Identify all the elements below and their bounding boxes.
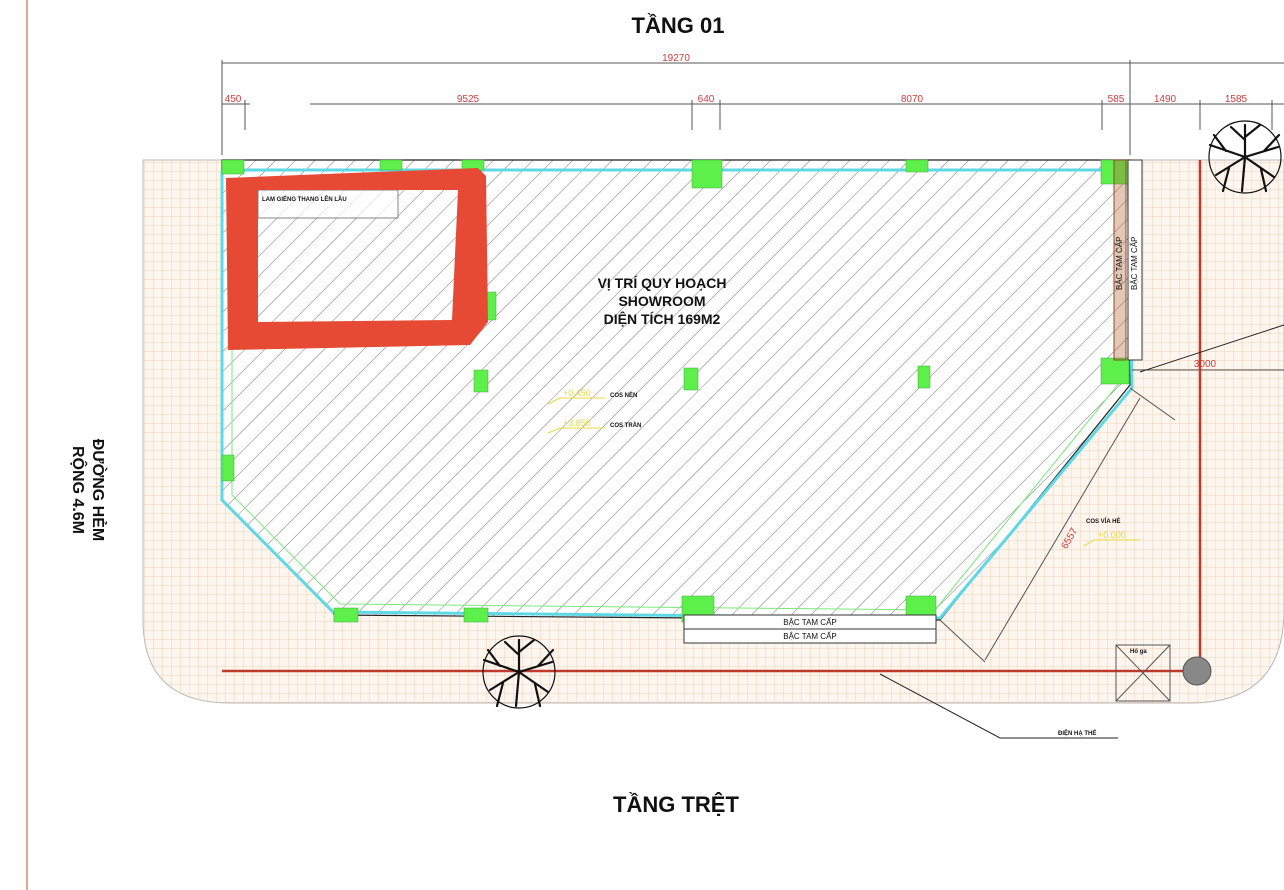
leader-line-right [1139, 324, 1284, 373]
dim-segment-3: 640 [698, 94, 715, 105]
level-marker-nen: +0.450 COS NỀN [547, 388, 637, 405]
road-label-line2: RỘNG 4.6M [69, 446, 88, 534]
room-label-line1: VỊ TRÍ QUY HOẠCH [598, 275, 727, 291]
dim-right-1: 1490 [1154, 94, 1177, 105]
column [333, 607, 359, 623]
column [473, 369, 489, 393]
cos-via-he-value: +0.000 [1098, 530, 1126, 540]
power-line-label: ĐIỆN HẠ THẾ [1058, 729, 1096, 737]
tree-icon [1208, 120, 1282, 194]
stair-note: LAM GIẾNG THANG LÊN LẦU [262, 195, 347, 203]
step-right-2 [1127, 159, 1143, 361]
column [1100, 357, 1130, 385]
tree-icon [482, 635, 556, 709]
title-tang-tret: TẦNG TRỆT [613, 792, 739, 817]
dim-overall: 19270 [662, 53, 690, 64]
power-line-leader [879, 673, 1118, 739]
manhole-label: Hố ga [1130, 648, 1147, 655]
highlight-markup [226, 168, 488, 350]
step-bottom-label-2: BẬC TAM CẤP [783, 631, 837, 641]
dim-segment-1: 450 [225, 94, 242, 105]
step-right-1 [1113, 159, 1127, 361]
column [221, 159, 245, 175]
column [221, 454, 235, 482]
level-marker-via-he: COS VỈA HÈ +0.000 [1083, 517, 1140, 547]
level-marker-tran: +3.850 COS TRẦN [547, 418, 641, 434]
room-label-line2: SHOWROOM [618, 293, 705, 309]
dimension-lines [221, 60, 1284, 663]
column [683, 367, 699, 391]
step-right-label-1: BẬC TAM CẤP [1114, 237, 1124, 291]
road-label-line1: ĐƯỜNG HẺM [89, 439, 108, 541]
dim-right-2: 1585 [1225, 94, 1248, 105]
manhole: Hố ga [1115, 644, 1171, 702]
cos-tran-value: +3.850 [563, 418, 591, 428]
cos-tran-label: COS TRẦN [610, 422, 641, 429]
step-bottom-label-1: BẬC TAM CẤP [783, 617, 837, 627]
step-bottom-2 [683, 628, 937, 644]
showroom-floor [221, 159, 1131, 621]
cos-nen-label: COS NỀN [610, 392, 637, 399]
stair-box [257, 189, 399, 219]
dim-segment-2: 9525 [457, 94, 480, 105]
column [917, 365, 931, 389]
column [379, 159, 403, 171]
dimension-mask [250, 96, 310, 136]
step-right-label-2: BẬC TAM CẤP [1129, 237, 1139, 291]
dim-segment-4: 8070 [901, 94, 924, 105]
room-label-line3: DIỆN TÍCH 169M2 [604, 310, 721, 327]
cos-nen-value: +0.450 [563, 388, 591, 398]
column [905, 159, 929, 173]
column [691, 159, 723, 189]
cos-via-he-label: COS VỈA HÈ [1086, 517, 1120, 525]
inner-wall-line [231, 178, 1121, 611]
column [463, 607, 489, 623]
title-tang-01: TẦNG 01 [632, 13, 725, 38]
dim-side-offset: 3000 [1194, 359, 1217, 370]
dim-segment-5: 585 [1108, 94, 1125, 105]
utility-pole [1182, 656, 1212, 686]
